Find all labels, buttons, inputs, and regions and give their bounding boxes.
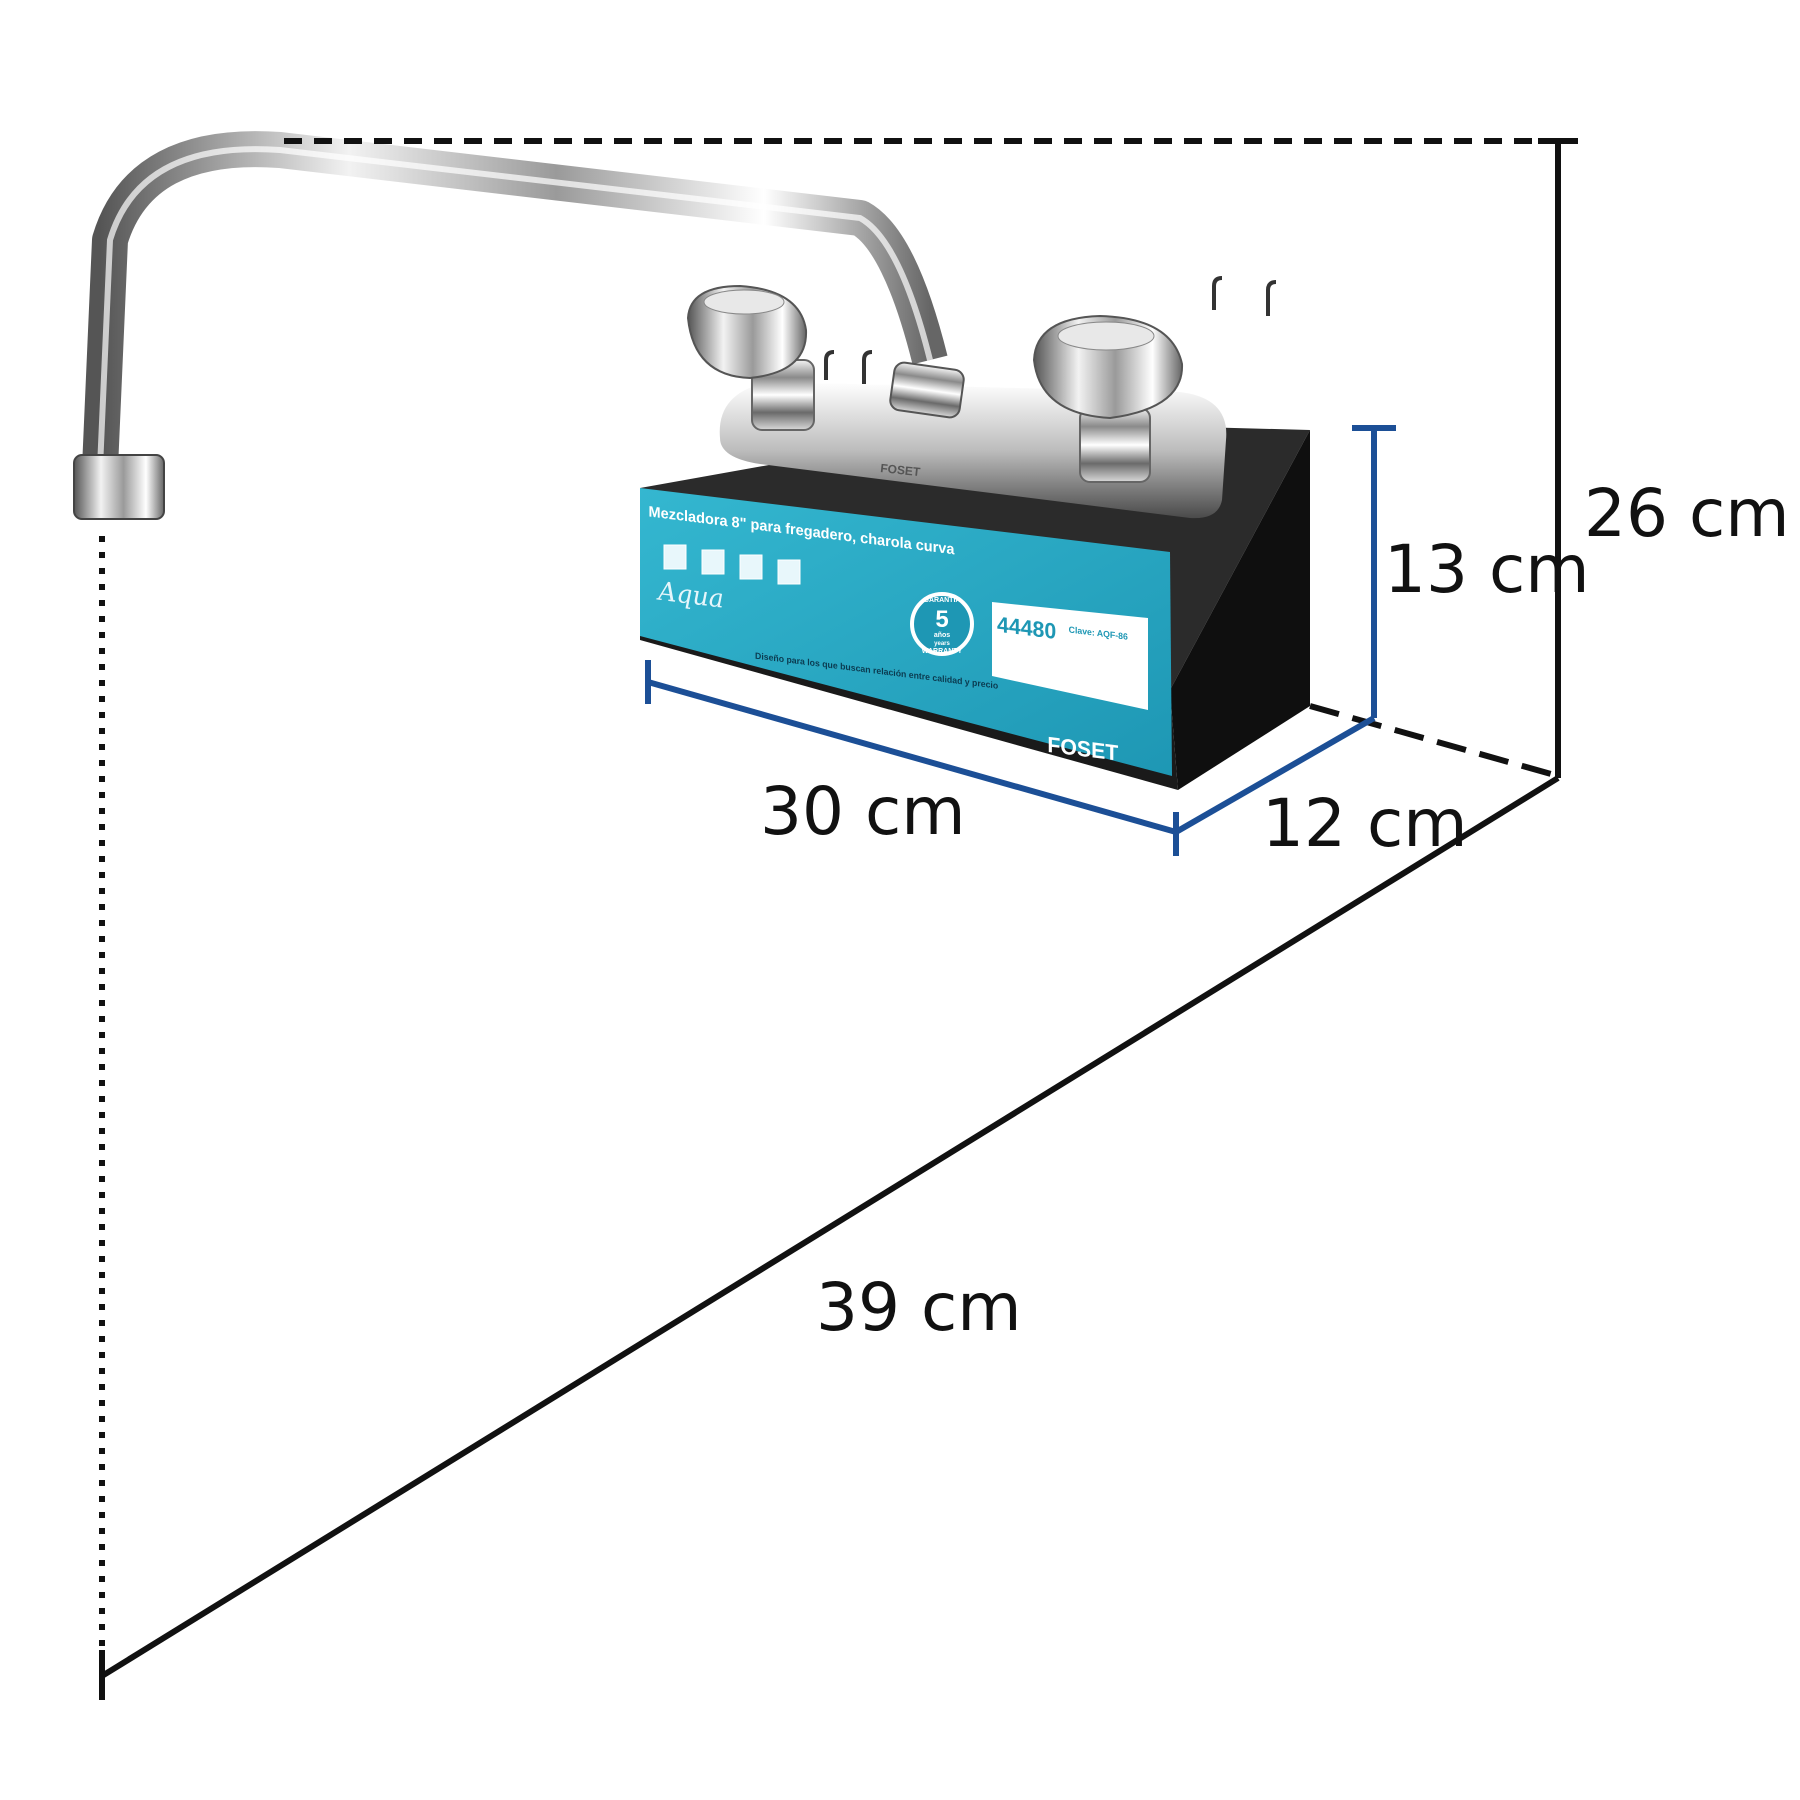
- warranty-unit: años: [934, 632, 950, 639]
- total-height-label: 26 cm: [1584, 475, 1790, 552]
- mounting-studs: [824, 276, 1277, 384]
- depth-back-guide: [1309, 703, 1559, 779]
- spout-aerator: [73, 454, 165, 520]
- box-width-label: 30 cm: [760, 773, 966, 850]
- box-depth-label: 12 cm: [1262, 785, 1468, 862]
- box-side-face: [1170, 430, 1310, 790]
- faucet: FOSET: [73, 131, 1277, 520]
- feature-icon: [663, 544, 687, 570]
- warranty-bottom: WARRANTY: [922, 648, 963, 655]
- box-width-line: [647, 679, 1177, 835]
- warranty-seal: GARANTÍA 5 años years WARRANTY: [910, 592, 974, 656]
- feature-icons: [663, 544, 801, 585]
- length-line: [100, 775, 1560, 1679]
- feature-icon: [777, 559, 801, 585]
- box-height-label: 13 cm: [1384, 531, 1590, 608]
- warranty-top: GARANTÍA: [924, 595, 961, 604]
- warranty-unit2: years: [934, 641, 950, 647]
- dimension-labels: 26 cm 13 cm 30 cm 12 cm 39 cm: [760, 475, 1790, 1346]
- box-depth-line: [1174, 715, 1376, 835]
- dimension-lines: [99, 138, 1578, 1700]
- spout-highlight: [97, 146, 933, 469]
- deck-brand: FOSET: [880, 461, 922, 479]
- feature-icon: [739, 554, 763, 580]
- warranty-number: 5: [935, 606, 948, 633]
- right-handle: [1032, 314, 1184, 483]
- left-handle: [686, 284, 815, 431]
- feature-icon: [701, 549, 725, 575]
- box-label: [640, 488, 1172, 776]
- code-panel: [992, 602, 1148, 710]
- spout-base-nut: [889, 361, 965, 419]
- total-length-label: 39 cm: [816, 1269, 1022, 1346]
